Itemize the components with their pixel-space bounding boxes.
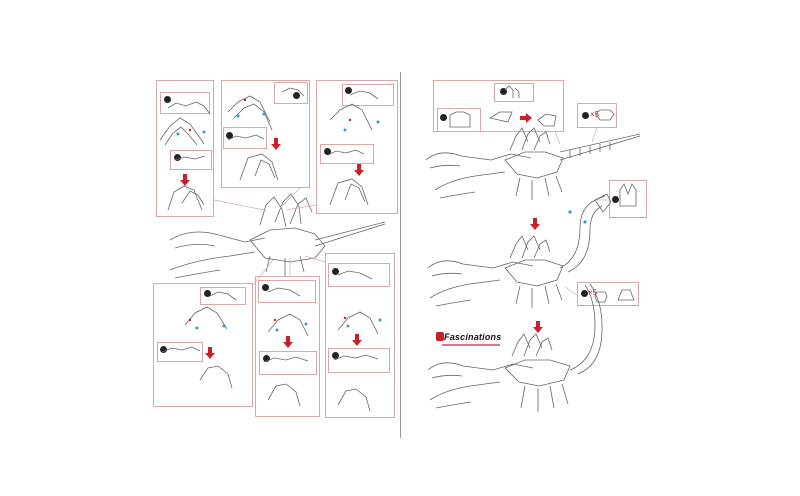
step-number-icon xyxy=(226,132,233,139)
part-callout-1a xyxy=(160,92,210,114)
step-number-icon xyxy=(332,352,339,359)
logo-mark-icon xyxy=(436,332,444,341)
leg-step-box-5 xyxy=(255,276,320,417)
brand-logo: Fascinations xyxy=(436,332,506,350)
step-number-icon xyxy=(160,346,167,353)
step-number-icon xyxy=(204,290,211,297)
leg-step-box-2 xyxy=(221,80,310,188)
step-number-icon xyxy=(612,196,619,203)
part-callout-4a xyxy=(200,287,246,305)
step-number-icon xyxy=(581,290,588,297)
step-number-icon xyxy=(500,88,507,95)
step-number-icon xyxy=(332,268,339,275)
part-callout-2a xyxy=(274,82,308,104)
body-assembly-box xyxy=(433,80,564,132)
brand-name: Fascinations xyxy=(444,332,502,342)
step-number-icon xyxy=(345,87,352,94)
part-callout-5a xyxy=(258,280,316,303)
leg-step-box-6 xyxy=(325,253,395,418)
part-callout-body-top xyxy=(494,83,534,102)
step-number-icon xyxy=(174,154,181,161)
tail-segment-box xyxy=(577,103,617,128)
tail-joint-box xyxy=(577,282,639,306)
page-divider xyxy=(400,72,401,438)
part-callout-3b xyxy=(320,144,374,164)
part-callout-3a xyxy=(342,84,394,106)
leg-step-box-3 xyxy=(316,80,398,214)
part-callout-6b xyxy=(328,348,390,373)
step-number-icon xyxy=(324,148,331,155)
step-number-icon xyxy=(293,92,300,99)
quantity-label: ×5 xyxy=(588,288,598,297)
leg-step-box-1 xyxy=(156,80,214,217)
quantity-label: ×5 xyxy=(590,110,600,119)
step-number-icon xyxy=(263,355,270,362)
brand-url-line xyxy=(442,344,500,346)
step-number-icon xyxy=(440,114,447,121)
step-number-icon xyxy=(164,96,171,103)
leg-step-box-4 xyxy=(153,283,253,407)
step-number-icon xyxy=(582,112,589,119)
step-number-icon xyxy=(262,284,269,291)
